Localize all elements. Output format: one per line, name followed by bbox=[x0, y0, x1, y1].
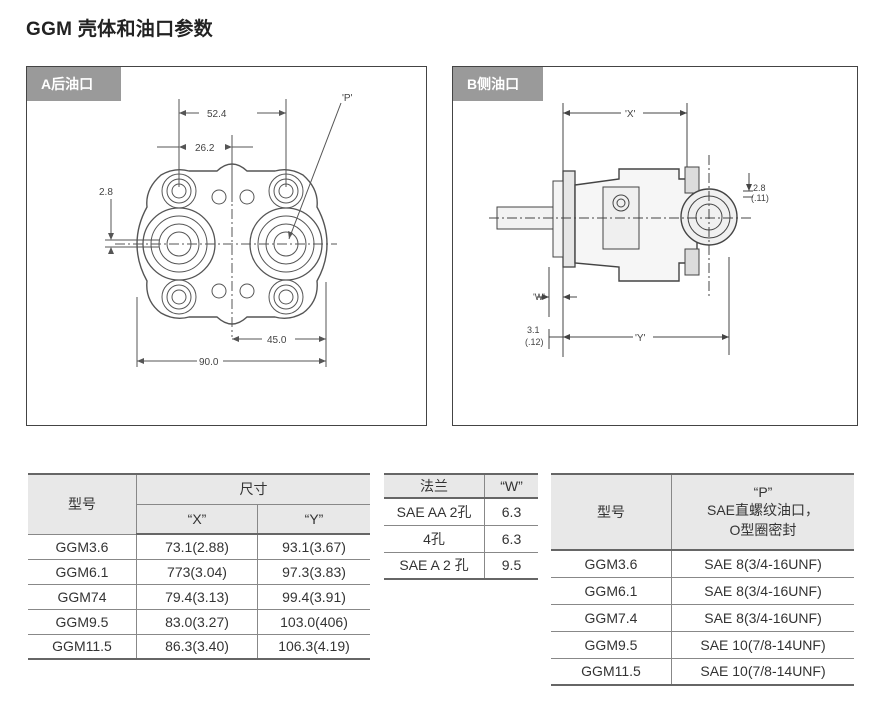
col-flange: 法兰 bbox=[384, 473, 485, 499]
table-row: GGM3.6 SAE 8(3/4-16UNF) bbox=[551, 550, 854, 577]
col-p-desc-1: SAE直螺纹油口， bbox=[706, 502, 819, 518]
cell-model: GGM11.5 bbox=[581, 663, 641, 680]
col-p-desc-2: O型圈密封 bbox=[729, 522, 797, 538]
col-model: 型号 bbox=[28, 473, 137, 535]
table-row: SAE A 2 孔 9.5 bbox=[384, 552, 538, 579]
cell-model: GGM74 bbox=[57, 588, 107, 605]
cell-y: 97.3(3.83) bbox=[257, 559, 370, 584]
cell-flange: SAE A 2 孔 bbox=[399, 557, 469, 574]
rear-port-drawing: 52.4 26.2 'P' 2.8 45.0 90.0 bbox=[99, 93, 353, 368]
dim-3-1: 3.1 bbox=[527, 325, 540, 335]
table-row: SAE AA 2孔 6.3 bbox=[384, 498, 538, 525]
cell-w: 9.5 bbox=[484, 552, 538, 579]
cell-w: 6.3 bbox=[484, 525, 538, 552]
col-x: “X” bbox=[136, 504, 258, 535]
table-row: GGM9.5 83.0(3.27) 103.0(406) bbox=[28, 609, 370, 634]
col-w: “W” bbox=[484, 473, 538, 499]
cell-w: 6.3 bbox=[484, 498, 538, 525]
cell-x: 86.3(3.40) bbox=[136, 634, 258, 659]
table-row: GGM11.5 86.3(3.40) 106.3(4.19) bbox=[28, 634, 370, 659]
col-model: 型号 bbox=[551, 473, 672, 551]
dimension-table: 型号 尺寸 “X” “Y” GGM3.6 73.1(2.88) 93.1(3.6… bbox=[28, 473, 370, 660]
rear-port-panel: A后油口 bbox=[26, 66, 427, 426]
dim-52-4: 52.4 bbox=[207, 109, 227, 120]
col-p-label: “P” bbox=[753, 484, 773, 500]
table-row: GGM6.1 SAE 8(3/4-16UNF) bbox=[551, 577, 854, 604]
table-row: GGM6.1 773(3.04) 97.3(3.83) bbox=[28, 559, 370, 584]
side-port-panel: B侧油口 bbox=[452, 66, 858, 426]
dim-011: (.11) bbox=[751, 193, 769, 203]
table-row: 4孔 6.3 bbox=[384, 525, 538, 552]
cell-model: GGM3.6 bbox=[584, 555, 638, 572]
cell-port: SAE 8(3/4-16UNF) bbox=[671, 604, 854, 631]
dim-90-0: 90.0 bbox=[199, 357, 219, 368]
cell-model: GGM6.1 bbox=[55, 563, 109, 580]
rear-port-tag: A后油口 bbox=[27, 67, 121, 101]
cell-port: SAE 8(3/4-16UNF) bbox=[671, 577, 854, 604]
flange-table: 法兰 “W” SAE AA 2孔 6.3 4孔 6.3 SAE A 2 孔 9.… bbox=[384, 473, 538, 580]
cell-model: GGM9.5 bbox=[584, 636, 638, 653]
table-row: GGM11.5 SAE 10(7/8-14UNF) bbox=[551, 658, 854, 685]
side-port-drawing: 'X' 2.8 (.11) 'W' 3.1 (.12) 'Y' bbox=[489, 103, 769, 357]
cell-model: GGM11.5 bbox=[52, 638, 112, 655]
dim-w: 'W' bbox=[533, 292, 545, 302]
dim-26-2: 26.2 bbox=[195, 143, 215, 154]
cell-port: SAE 8(3/4-16UNF) bbox=[671, 550, 854, 577]
dim-x: 'X' bbox=[625, 109, 636, 120]
col-size: 尺寸 bbox=[136, 473, 370, 505]
dim-2-8: 2.8 bbox=[99, 187, 113, 198]
dim-y: 'Y' bbox=[635, 333, 646, 344]
cell-model: GGM9.5 bbox=[55, 613, 109, 630]
cell-y: 103.0(406) bbox=[257, 609, 370, 634]
table-row: GGM9.5 SAE 10(7/8-14UNF) bbox=[551, 631, 854, 658]
port-table: 型号 “P” SAE直螺纹油口， O型圈密封 GGM3.6 SAE 8(3/4-… bbox=[551, 473, 854, 686]
cell-x: 83.0(3.27) bbox=[136, 609, 258, 634]
cell-x: 773(3.04) bbox=[136, 559, 258, 584]
cell-flange: SAE AA 2孔 bbox=[396, 503, 472, 520]
cell-x: 73.1(2.88) bbox=[136, 534, 258, 559]
side-port-tag: B侧油口 bbox=[453, 67, 543, 101]
table-row: GGM3.6 73.1(2.88) 93.1(3.67) bbox=[28, 534, 370, 559]
cell-y: 106.3(4.19) bbox=[257, 634, 370, 659]
table-row: GGM7.4 SAE 8(3/4-16UNF) bbox=[551, 604, 854, 631]
dim-p: 'P' bbox=[342, 93, 353, 104]
cell-x: 79.4(3.13) bbox=[136, 584, 258, 609]
cell-port: SAE 10(7/8-14UNF) bbox=[671, 631, 854, 658]
cell-y: 93.1(3.67) bbox=[257, 534, 370, 559]
cell-y: 99.4(3.91) bbox=[257, 584, 370, 609]
table-row: GGM74 79.4(3.13) 99.4(3.91) bbox=[28, 584, 370, 609]
page-title: GGM 壳体和油口参数 bbox=[26, 19, 213, 40]
col-y: “Y” bbox=[257, 504, 370, 535]
cell-model: GGM6.1 bbox=[584, 582, 638, 599]
cell-flange: 4孔 bbox=[423, 530, 445, 547]
col-port: “P” SAE直螺纹油口， O型圈密封 bbox=[671, 473, 854, 551]
cell-model: GGM7.4 bbox=[584, 609, 638, 626]
dim-45-0: 45.0 bbox=[267, 335, 287, 346]
cell-port: SAE 10(7/8-14UNF) bbox=[671, 658, 854, 685]
dim-2-8-b: 2.8 bbox=[753, 183, 766, 193]
cell-model: GGM3.6 bbox=[55, 538, 109, 555]
dim-012: (.12) bbox=[525, 337, 544, 347]
